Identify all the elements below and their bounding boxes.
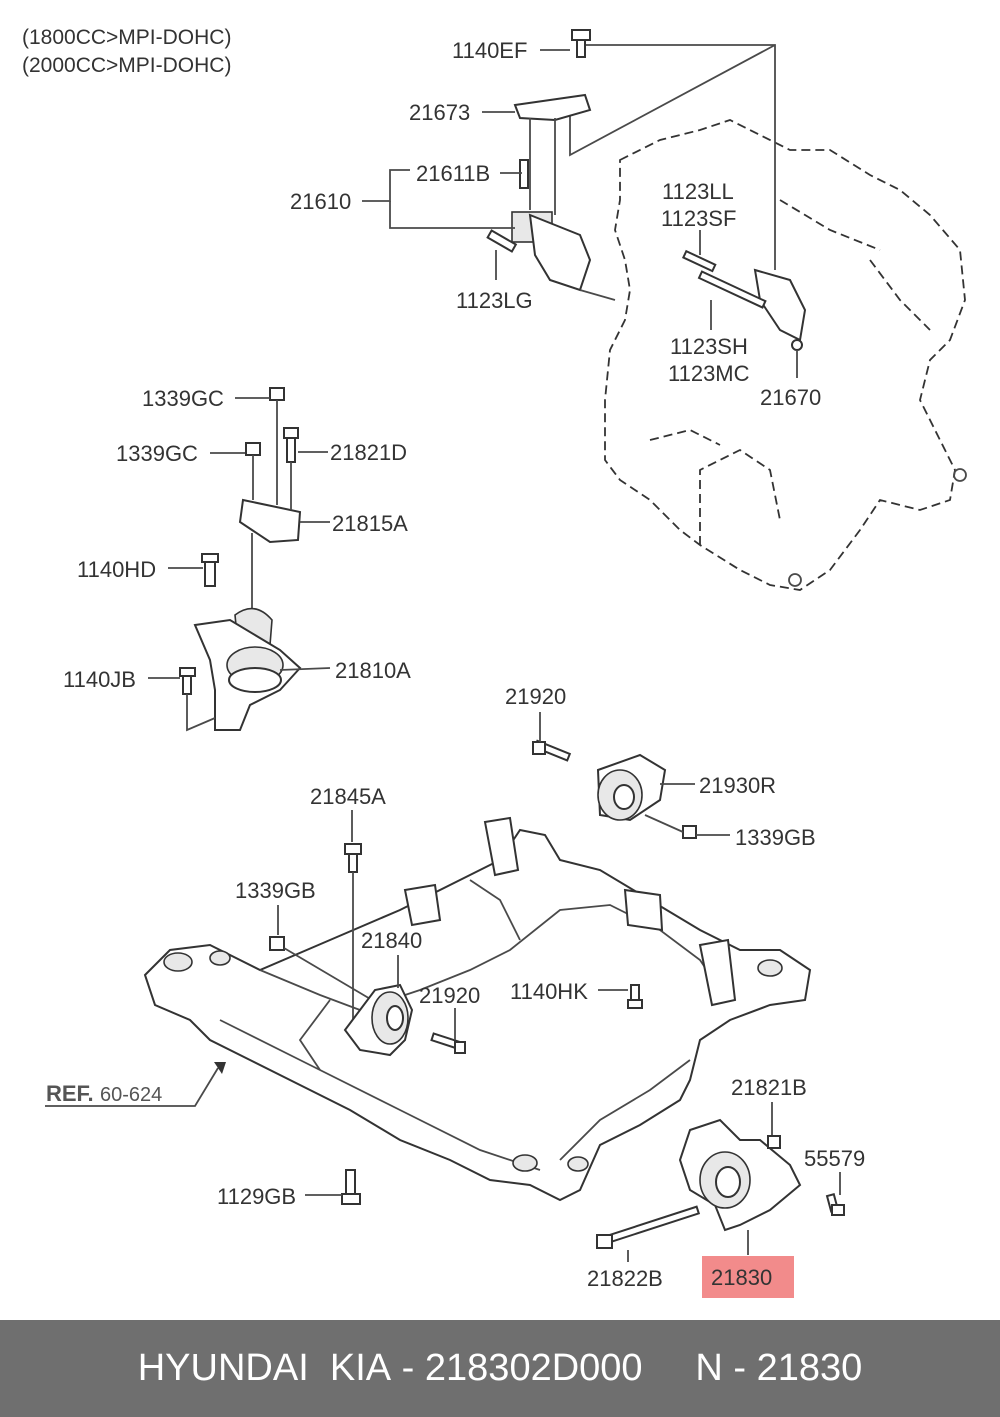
label-21920-lower: 21920 (419, 983, 480, 1008)
part-number-footer: HYUNDAI KIA - 218302D000 N - 21830 (0, 1320, 1000, 1417)
label-21611B: 21611B (416, 161, 490, 186)
label-21830: 21830 (711, 1265, 772, 1290)
label-21822B: 21822B (587, 1266, 663, 1291)
footer-n-prefix: N (695, 1347, 723, 1389)
label-1123SH: 1123SH (670, 334, 748, 359)
leader-21673-engine (569, 44, 776, 157)
footer-gap (643, 1347, 696, 1390)
footer-brand: HYUNDAI KIA (137, 1347, 392, 1389)
label-1339GC-lower: 1339GC (116, 441, 198, 466)
leader-1140EF (577, 44, 776, 270)
label-1140HD: 1140HD (77, 557, 156, 582)
highlight-21830-box (702, 1256, 794, 1298)
footer-separator-2: - (722, 1347, 757, 1389)
label-1140HK: 1140HK (510, 979, 588, 1004)
footer-separator-1: - (391, 1347, 425, 1389)
label-1140JB: 1140JB (63, 667, 136, 692)
parts-diagram: (1800CC>MPI-DOHC) (2000CC>MPI-DOHC) (22, 26, 967, 1298)
ref-arrowhead (214, 1062, 226, 1074)
label-21610: 21610 (290, 189, 351, 214)
label-1123SF: 1123SF (661, 206, 736, 231)
transmission-mount-21830 (596, 1118, 845, 1249)
mount-21840 (269, 843, 466, 1057)
mount-21930R (532, 739, 697, 839)
footer-n-value: 21830 (756, 1347, 863, 1389)
label-21670: 21670 (760, 385, 821, 410)
label-21821D: 21821D (330, 440, 407, 465)
label-1339GB-right: 1339GB (735, 825, 816, 850)
label-21815A: 21815A (332, 511, 408, 536)
ref-leader (45, 1067, 219, 1107)
label-21930R: 21930R (699, 773, 776, 798)
engine-mount-21810A (179, 387, 302, 732)
label-1339GB-left: 1339GB (235, 878, 316, 903)
ref-label-bold: REF. (46, 1081, 94, 1106)
engine-spec-line-2: (2000CC>MPI-DOHC) (22, 54, 231, 77)
mount-bracket-21670 (681, 249, 807, 351)
label-1123LL: 1123LL (662, 179, 734, 204)
engine-spec-line-1: (1800CC>MPI-DOHC) (22, 26, 231, 49)
subframe-crossmember (143, 816, 812, 1202)
footer-part-number: 218302D000 (424, 1347, 643, 1389)
label-1140EF: 1140EF (452, 38, 527, 63)
label-21920-upper: 21920 (505, 684, 566, 709)
label-21821B: 21821B (731, 1075, 807, 1100)
mount-bracket-21610 (486, 29, 616, 301)
label-1123MC: 1123MC (668, 361, 750, 386)
label-1123LG: 1123LG (456, 288, 533, 313)
label-55579: 55579 (804, 1146, 865, 1171)
ref-label-number: 60-624 (100, 1084, 162, 1106)
label-21810A: 21810A (335, 658, 411, 683)
label-21845A: 21845A (310, 784, 386, 809)
engine-block-outline (604, 119, 967, 591)
label-21673: 21673 (409, 100, 470, 125)
label-21840: 21840 (361, 928, 422, 953)
label-1339GC-upper: 1339GC (142, 386, 224, 411)
label-1129GB: 1129GB (217, 1184, 296, 1209)
